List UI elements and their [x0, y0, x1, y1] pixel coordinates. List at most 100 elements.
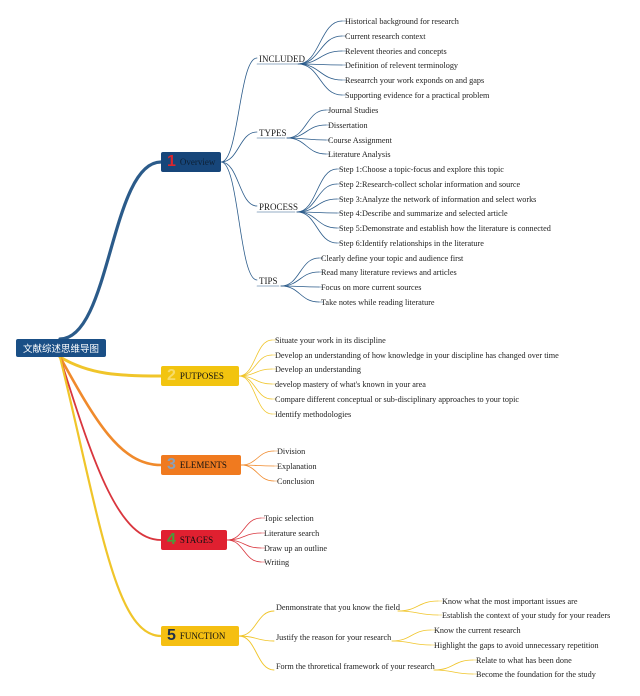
purposes-item: Identify methodologies [275, 410, 352, 419]
process-item: Step 4:Describe and summarize and select… [339, 209, 508, 218]
branch-overview-number: 1 [167, 153, 176, 170]
branch-purposes-title: PUTPOSES [179, 371, 224, 381]
function-group-framework[interactable]: Form the throretical framework of your r… [276, 662, 435, 671]
connector-root-function [58, 355, 163, 638]
included-item: Relevent theories and concepts [345, 47, 447, 56]
function-item: Relate to what has been done [476, 656, 572, 665]
connector-tips-item [280, 257, 320, 287]
branch-stages-node[interactable]: 4 STAGES [161, 530, 227, 550]
process-item: Step 3:Analyze the network of informatio… [339, 195, 537, 204]
connector-function-item [391, 629, 432, 642]
branch-stages-number: 4 [167, 531, 176, 548]
connector-function-item [433, 669, 474, 675]
tips-item: Take notes while reading literature [321, 298, 435, 307]
branch-elements-number: 3 [167, 456, 176, 473]
function-item: Know the current research [434, 626, 521, 635]
purposes-item: Compare different conceptual or sub-disc… [275, 395, 520, 404]
tips-item: Focus on more current sources [321, 283, 422, 292]
connector-types-item [286, 124, 327, 139]
connector-purposes-item [238, 375, 273, 415]
connector-purposes-item [238, 339, 273, 377]
elements-item: Division [277, 447, 306, 456]
connector-overview-group [220, 57, 258, 163]
connector-function-item [433, 659, 474, 671]
branch-stages-title: STAGES [179, 535, 214, 545]
elements-item: Explanation [277, 462, 317, 471]
stages-item: Writing [264, 558, 290, 567]
process-item: Step 2:Research-collect scholar informat… [339, 180, 521, 189]
branch-function-number: 5 [167, 627, 176, 644]
stages-item: Draw up an outline [264, 544, 327, 553]
connector-process-item [296, 211, 338, 244]
connector-function-group [238, 635, 275, 671]
group-types[interactable]: TYPES [259, 128, 287, 138]
function-item: Highlight the gaps to avoid unnecessary … [434, 641, 599, 650]
connector-stages-item [226, 539, 262, 549]
connector-function-item [397, 600, 439, 612]
function-group-justify[interactable]: Justify the reason for your research [276, 633, 392, 642]
connector-tips-item [280, 285, 320, 303]
purposes-item: Develop an understanding of how knowledg… [275, 351, 559, 360]
connector-overview-group [220, 131, 258, 163]
purposes-item: develop mastery of what's known in your … [275, 380, 426, 389]
connector-included-item [297, 63, 343, 81]
tips-item: Clearly define your topic and audience f… [321, 254, 464, 263]
branch-function-node[interactable]: 5 FUNCTION [161, 626, 239, 646]
group-tips[interactable]: TIPS [259, 276, 278, 286]
stages-item: Literature search [264, 529, 320, 538]
included-item: Supporting evidence for a practical prob… [345, 91, 490, 100]
tips-item: Read many literature reviews and article… [321, 268, 457, 277]
connector-root-purposes [58, 355, 163, 378]
connector-tips-item [280, 271, 320, 287]
connector-purposes-item [238, 354, 273, 377]
connector-included-item [297, 63, 343, 96]
connector-elements-item [240, 464, 275, 482]
branch-elements-node[interactable]: 3 ELEMENTS [161, 455, 241, 475]
connector-included-item [297, 35, 343, 65]
included-item: Historical background for research [345, 17, 459, 26]
connector-root-stages [59, 356, 162, 541]
purposes-item: Situate your work in its discipline [275, 336, 386, 345]
function-item: Know what the most important issues are [442, 597, 578, 606]
connector-process-item [296, 183, 338, 213]
function-group-demonstrate[interactable]: Denmonstrate that you know the field [276, 603, 400, 612]
connector-root-overview [58, 160, 163, 341]
types-item: Literature Analysis [328, 150, 391, 159]
connector-overview-group [220, 161, 258, 281]
branch-overview-node[interactable]: 1 Overview [161, 152, 221, 172]
connector-overview-group [220, 161, 258, 207]
purposes-item: Develop an understanding [275, 365, 361, 374]
elements-item: Conclusion [277, 477, 315, 486]
branch-overview-title: Overview [179, 157, 216, 167]
connector-elements-item [240, 450, 275, 466]
root-node[interactable]: 文献综述思维导图 [16, 339, 106, 357]
types-item: Course Assignment [328, 136, 392, 145]
function-item: Become the foundation for the study [476, 670, 596, 679]
branch-purposes-number: 2 [167, 367, 176, 384]
connector-stages-item [226, 539, 262, 563]
connector-function-group [238, 635, 275, 642]
process-item: Step 6:Identify relationships in the lit… [339, 239, 484, 248]
stages-item: Topic selection [264, 514, 314, 523]
connector-function-group [238, 610, 275, 637]
branch-elements-title: ELEMENTS [179, 460, 227, 470]
included-item: Researrch your work exponds on and gaps [345, 76, 485, 85]
process-item: Step 1:Choose a topic-focus and explore … [339, 165, 504, 174]
types-item: Dissertation [328, 121, 368, 130]
function-item: Establish the context of your study for … [442, 611, 611, 620]
connector-types-item [286, 109, 327, 139]
branch-purposes-node[interactable]: 2 PUTPOSES [161, 366, 239, 386]
group-included[interactable]: INCLUDED [259, 54, 305, 64]
branch-function-title: FUNCTION [179, 631, 226, 641]
process-item: Step 5:Demonstrate and establish how the… [339, 224, 551, 233]
connector-function-item [397, 610, 439, 616]
group-process[interactable]: PROCESS [259, 202, 299, 212]
connector-process-item [296, 211, 338, 229]
connector-root-elements [58, 355, 163, 467]
connector-types-item [286, 137, 327, 155]
connector-stages-item [226, 517, 262, 541]
connector-function-item [391, 640, 432, 646]
included-item: Definition of relevent terminology [345, 61, 459, 70]
types-item: Journal Studies [328, 106, 379, 115]
